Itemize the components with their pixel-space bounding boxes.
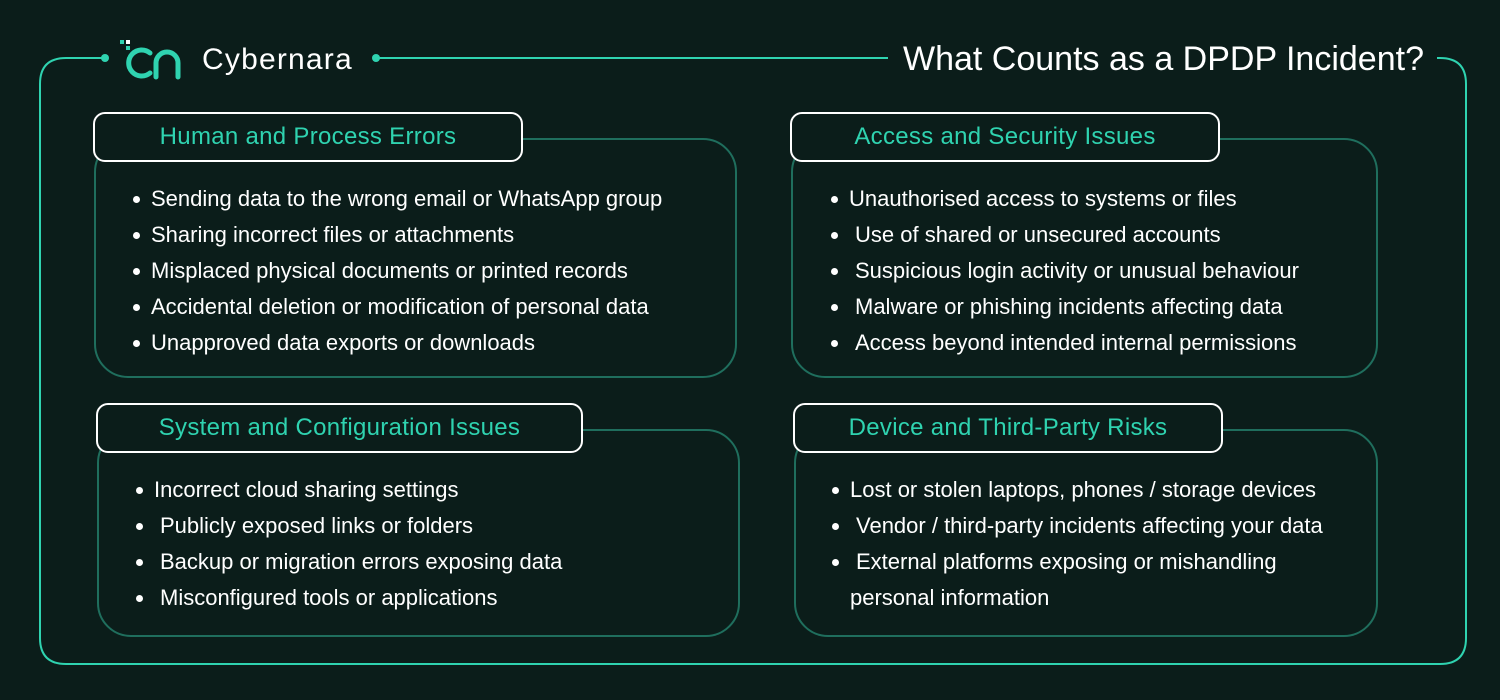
card-list-system-configuration-issues: Incorrect cloud sharing settings Publicl… <box>134 472 562 616</box>
list-item: Misconfigured tools or applications <box>134 580 562 616</box>
list-item: Backup or migration errors exposing data <box>134 544 562 580</box>
list-item: Publicly exposed links or folders <box>134 508 562 544</box>
list-item: Accidental deletion or modification of p… <box>131 289 662 325</box>
brand-logo: Cybernara <box>118 36 353 84</box>
list-item: Incorrect cloud sharing settings <box>134 472 562 508</box>
card-list-device-third-party-risks: Lost or stolen laptops, phones / storage… <box>830 472 1323 616</box>
card-list-access-security-issues: Unauthorised access to systems or files … <box>829 181 1299 361</box>
card-list-human-process-errors: Sending data to the wrong email or Whats… <box>131 181 662 361</box>
frame-dot-left <box>101 54 109 62</box>
list-item: Unauthorised access to systems or files <box>829 181 1299 217</box>
cn-logo-icon <box>120 40 181 80</box>
list-item: Access beyond intended internal permissi… <box>829 325 1299 361</box>
card-title-system-configuration-issues: System and Configuration Issues <box>96 403 583 453</box>
card-title-human-process-errors: Human and Process Errors <box>93 112 523 162</box>
list-item: Misplaced physical documents or printed … <box>131 253 662 289</box>
list-item: Use of shared or unsecured accounts <box>829 217 1299 253</box>
list-item: Sharing incorrect files or attachments <box>131 217 662 253</box>
list-item: Malware or phishing incidents affecting … <box>829 289 1299 325</box>
card-title-access-security-issues: Access and Security Issues <box>790 112 1220 162</box>
list-item: Sending data to the wrong email or Whats… <box>131 181 662 217</box>
brand-name: Cybernara <box>202 43 353 76</box>
card-title-device-third-party-risks: Device and Third-Party Risks <box>793 403 1223 453</box>
frame-dot-right <box>372 54 380 62</box>
list-item: External platforms exposing or mishandli… <box>830 544 1320 616</box>
list-item: Lost or stolen laptops, phones / storage… <box>830 472 1323 508</box>
list-item: Suspicious login activity or unusual beh… <box>829 253 1299 289</box>
page-title: What Counts as a DPDP Incident? <box>903 40 1424 78</box>
list-item: Vendor / third-party incidents affecting… <box>830 508 1323 544</box>
list-item: Unapproved data exports or downloads <box>131 325 662 361</box>
